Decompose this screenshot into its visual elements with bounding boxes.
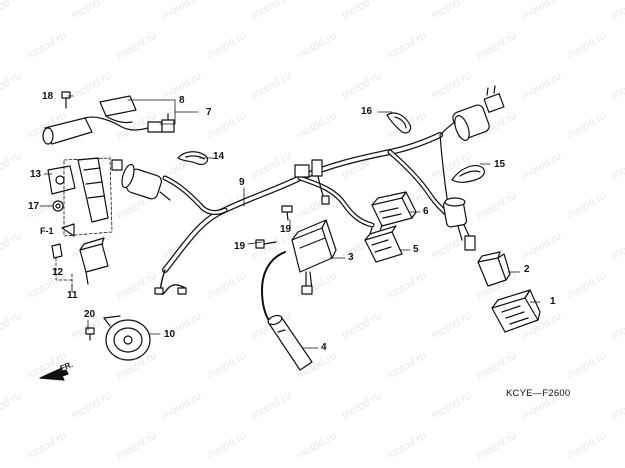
- bolt-20: [85, 327, 95, 341]
- socket-11: [79, 237, 109, 285]
- callout-10: 10: [164, 329, 176, 340]
- bracket-13: [47, 157, 109, 223]
- clamp-15: [451, 165, 486, 183]
- relay-2: [477, 251, 511, 287]
- regulator-rectifier: [491, 289, 541, 333]
- diagram-code: KCYE—F2600: [506, 388, 571, 399]
- callout-19b: 19: [234, 241, 246, 252]
- starter-relay-switch: [439, 134, 476, 251]
- callout-5: 5: [413, 244, 419, 255]
- callout-19a: 19: [280, 224, 292, 235]
- callout-14: 14: [213, 151, 225, 162]
- callout-7: 7: [206, 107, 212, 118]
- callout-3: 3: [348, 252, 354, 263]
- callout-1: 1: [550, 296, 556, 307]
- callout-13: 13: [30, 169, 42, 180]
- callout-15: 15: [494, 159, 506, 170]
- callout-9: 9: [239, 177, 245, 188]
- bulb-12: [51, 243, 63, 259]
- callout-12: 12: [52, 267, 64, 278]
- relay-5: [364, 224, 403, 263]
- bolt-19b: [255, 239, 277, 249]
- bolt-18: [61, 91, 71, 109]
- callout-17: 17: [28, 201, 40, 212]
- leader-lines: [39, 95, 541, 349]
- callout-6: 6: [423, 206, 429, 217]
- callout-18: 18: [42, 91, 54, 102]
- fr-arrow-icon: [39, 367, 69, 381]
- bolt-19a: [281, 205, 293, 221]
- nut-17: [52, 200, 64, 212]
- callout-2: 2: [524, 264, 530, 275]
- spark-plug-cap: [267, 314, 313, 371]
- f1-label: F-1: [40, 226, 54, 236]
- starter-relay: [439, 85, 505, 141]
- callout-16: 16: [361, 106, 373, 117]
- clamp-16: [386, 112, 412, 134]
- sensor-cylinder: [111, 159, 171, 201]
- cdi-unit: [371, 191, 417, 227]
- f1-box: [61, 157, 113, 237]
- callout-8: 8: [179, 95, 185, 106]
- callout-4: 4: [321, 342, 327, 353]
- sub-harness-7: [42, 95, 175, 145]
- callout-11: 11: [67, 290, 78, 301]
- wire-harness: [154, 132, 458, 295]
- ignition-coil: [261, 219, 337, 323]
- horn: [103, 315, 151, 361]
- callout-20: 20: [84, 309, 96, 320]
